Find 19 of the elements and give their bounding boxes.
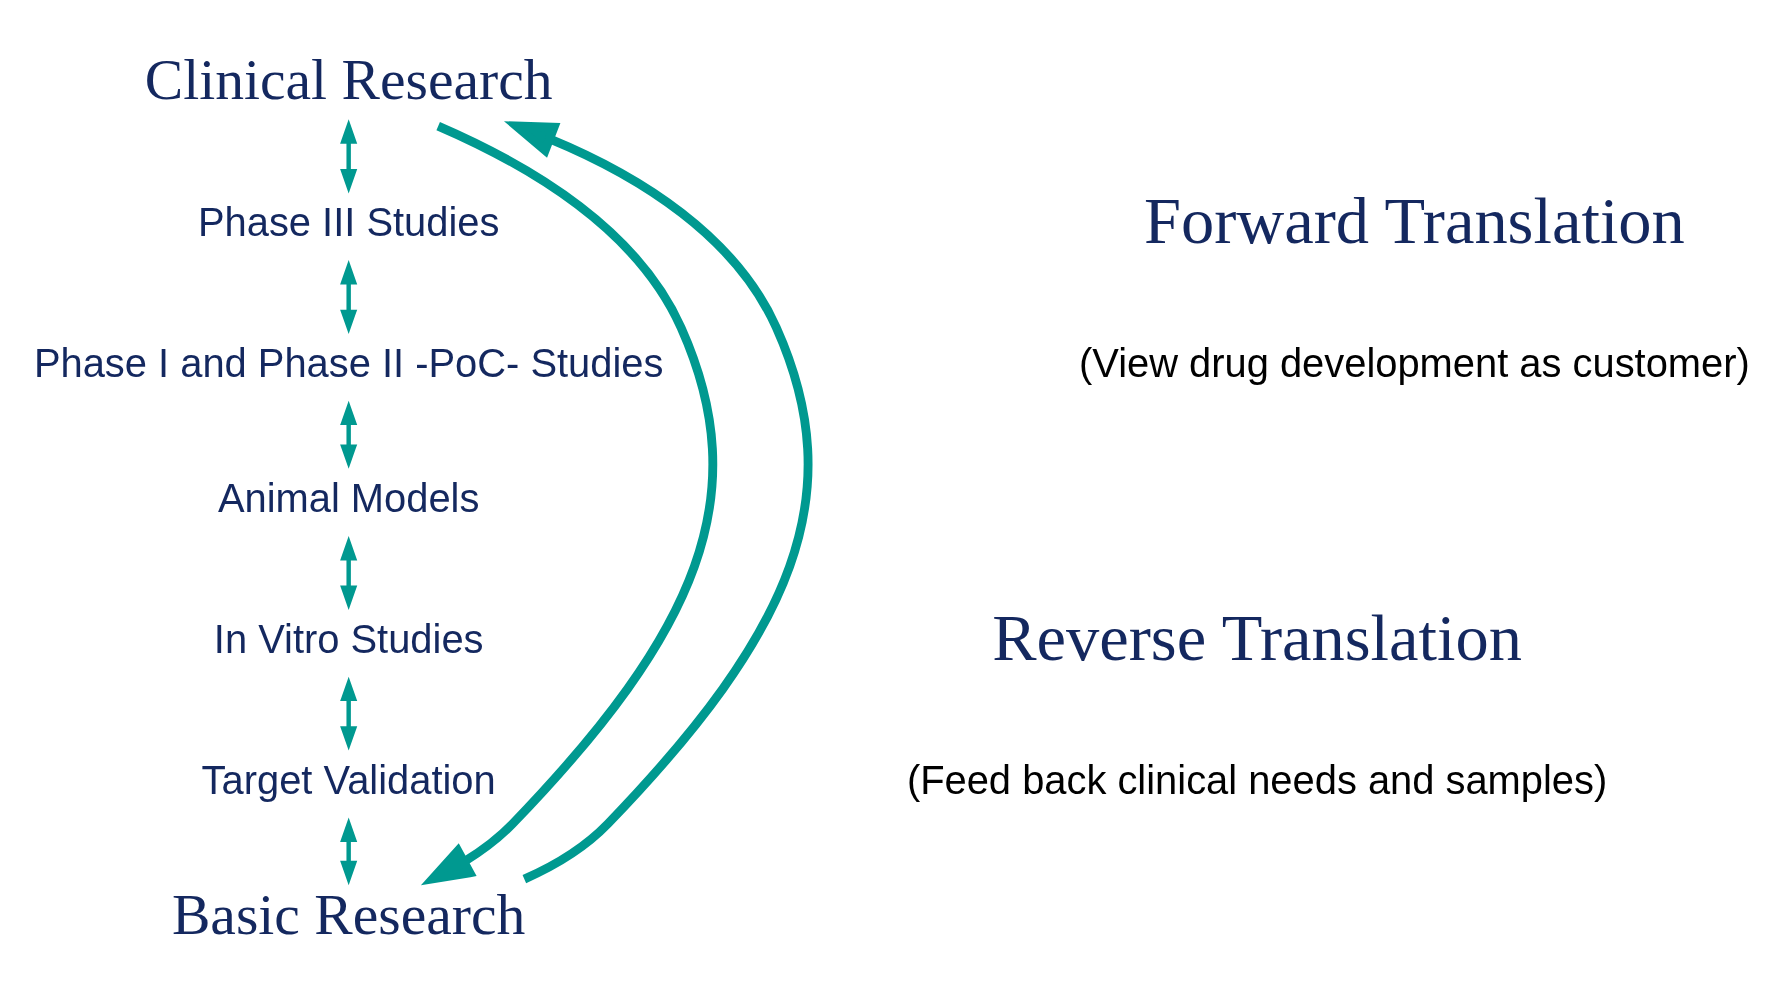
arrow — [340, 817, 358, 885]
arrow — [340, 259, 358, 334]
arrow — [420, 121, 717, 885]
node-text: In Vitro Studies — [213, 616, 484, 661]
node-text: Phase III Studies — [197, 199, 500, 244]
node-text: Animal Models — [217, 475, 480, 520]
node-text: Target Validation — [201, 757, 496, 802]
arrow — [340, 676, 358, 751]
arrow — [340, 400, 358, 469]
label: (View drug development as customer) — [1078, 340, 1750, 385]
label: (Feed back clinical needs and samples) — [906, 757, 1608, 802]
node-text: Basic Research — [171, 882, 526, 946]
arrow — [340, 535, 358, 610]
arrow — [340, 118, 358, 193]
node-text: Phase I and Phase II -PoC- Studies — [33, 340, 664, 385]
node-text: Clinical Research — [144, 47, 553, 111]
arrow — [504, 120, 812, 883]
label: Forward Translation — [1143, 183, 1685, 257]
label: Reverse Translation — [992, 600, 1522, 674]
